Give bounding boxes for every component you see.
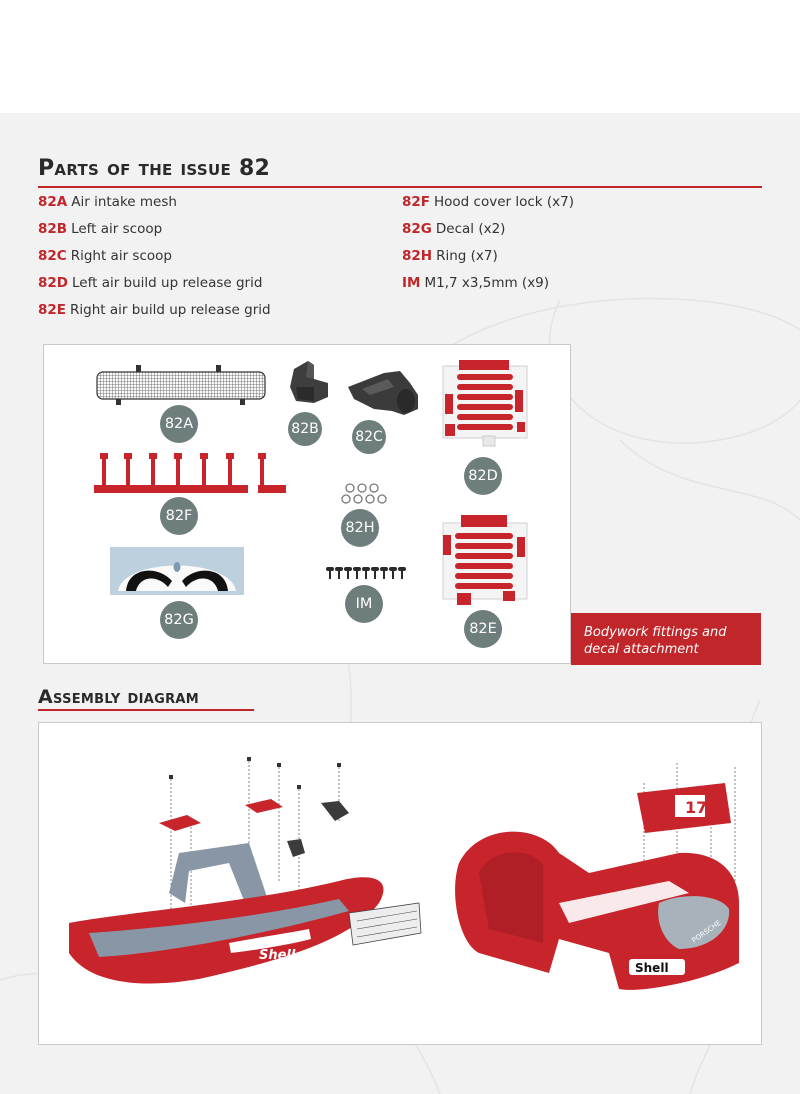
race-number: 17 [685,798,707,817]
decal-shell-right: Shell [635,961,669,975]
parts-title-rule [38,186,762,188]
assembly-title-rule [38,709,254,711]
right-release-grid-image [442,515,528,605]
assembly-diagram-panel: Shell 17 Shell PORSCHE [38,722,762,1045]
callout-line-2: decal attachment [584,642,699,657]
parts-photo-panel: 82A 82B 82C 82D [43,344,571,664]
badge-im: IM [345,585,383,623]
parts-title: Parts of the issue 82 [38,156,271,181]
badge-82d: 82D [464,457,502,495]
top-margin [0,0,800,113]
air-intake-mesh-image [96,365,266,405]
left-release-grid-image [442,360,528,447]
callout-box: Bodywork fittings and decal attachment [571,613,761,665]
decal-image [110,547,244,595]
badge-82g: 82G [160,601,198,639]
left-air-scoop-image [290,361,328,403]
assembly-title: Assembly diagram [38,686,200,708]
right-air-scoop-image [348,371,418,415]
assembly-view-left: Shell [69,757,422,984]
ring-image [341,483,387,504]
decal-shell-left: Shell [259,948,296,963]
screws-image [326,567,406,579]
badge-82b: 82B [288,412,322,446]
callout-line-1: Bodywork fittings and [584,625,727,640]
badge-82f: 82F [160,497,198,535]
badge-82e: 82E [464,610,502,648]
assembly-view-right: 17 Shell PORSCHE [455,763,739,990]
hood-cover-lock-image [94,453,286,493]
badge-82a: 82A [160,405,198,443]
badge-82c: 82C [352,420,386,454]
badge-82h: 82H [341,509,379,547]
